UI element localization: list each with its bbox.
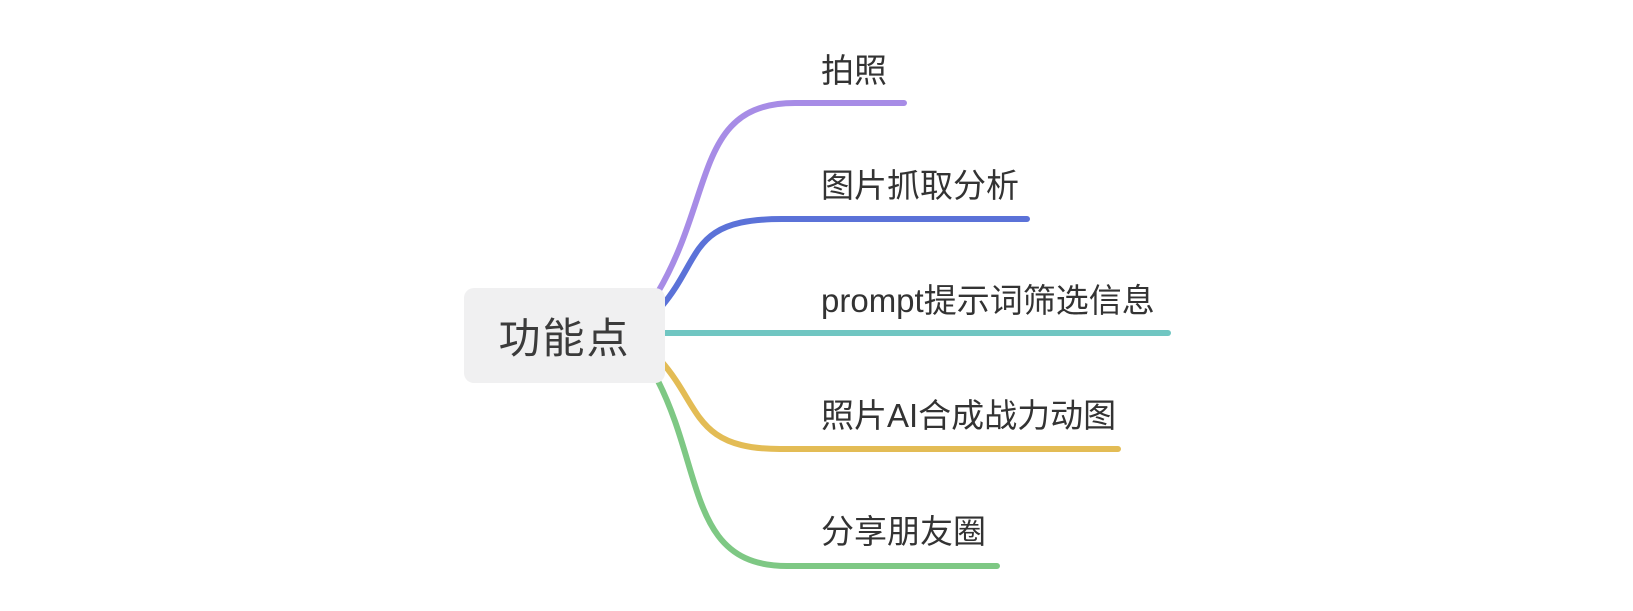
- branch-node-image-capture-analysis[interactable]: 图片抓取分析: [821, 167, 1019, 204]
- branch-line-ai-composite-gif: [658, 358, 1121, 452]
- root-node[interactable]: 功能点: [464, 288, 665, 383]
- branch-node-prompt-filter[interactable]: prompt提示词筛选信息: [821, 282, 1155, 319]
- branch-node-ai-composite-gif[interactable]: 照片AI合成战力动图: [821, 397, 1117, 434]
- branch-line-image-capture-analysis: [658, 216, 1030, 310]
- branch-node-take-photo[interactable]: 拍照: [821, 52, 887, 89]
- branch-node-share-moments[interactable]: 分享朋友圈: [821, 513, 986, 550]
- branch-line-share-moments: [654, 376, 1000, 569]
- branch-line-take-photo: [655, 100, 907, 295]
